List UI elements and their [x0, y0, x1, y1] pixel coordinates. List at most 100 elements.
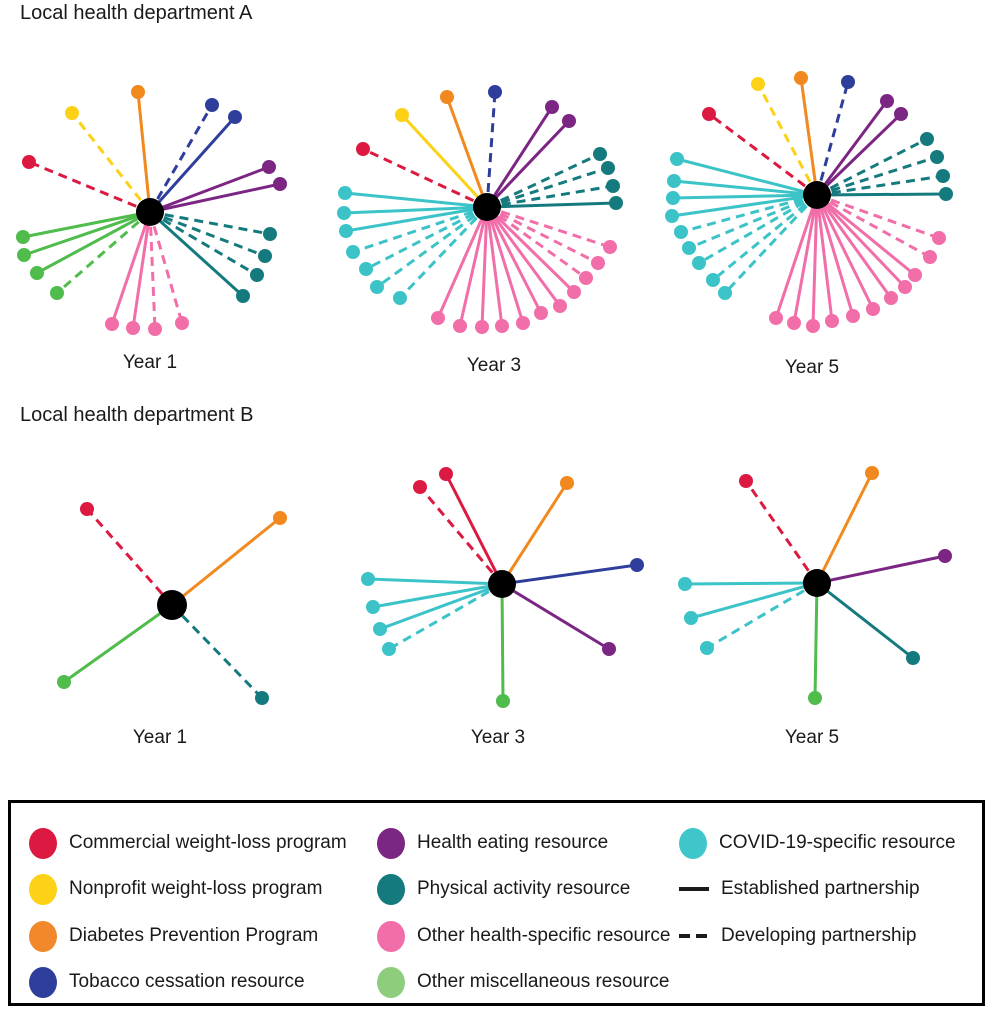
green-partner-node	[17, 248, 31, 262]
green-partner-node	[50, 286, 64, 300]
solid-partnership-edge	[480, 206, 489, 328]
dashed-partnership-edge	[698, 193, 818, 265]
dashed-partnership-edge	[712, 193, 818, 282]
pink-partner-node	[553, 299, 567, 313]
solid-partnership-edge	[131, 211, 152, 329]
green-partner-node	[16, 230, 30, 244]
legend-item-physical-activity: Physical activity resource	[377, 873, 630, 905]
dashed-partnership-edge	[28, 160, 151, 214]
dashed-partnership-edge	[815, 81, 850, 196]
legend-item-covid: COVID-19-specific resource	[679, 827, 956, 859]
purple-partner-node	[273, 177, 287, 191]
solid-partnership-edge	[149, 165, 270, 214]
pink-partner-node	[475, 320, 489, 334]
pink-partner-node	[846, 309, 860, 323]
solid-partnership-edge	[500, 482, 569, 585]
dept-a-title: Local health department A	[20, 2, 253, 24]
cyan-partner-node	[339, 224, 353, 238]
nonprofit-weight-loss-dot-icon	[29, 873, 57, 905]
orange-partner-node	[131, 85, 145, 99]
solid-partnership-edge	[367, 577, 503, 586]
teal-partner-node	[250, 268, 264, 282]
tobacco-cessation-dot-icon	[29, 966, 57, 998]
dashed-partnership-edge	[418, 486, 504, 585]
solid-partnership-edge	[815, 194, 834, 322]
teal-partner-node	[920, 132, 934, 146]
cyan-partner-node	[370, 280, 384, 294]
pink-partner-node	[787, 316, 801, 330]
dashed-partnership-edge	[486, 152, 601, 209]
orange-partner-node	[273, 511, 287, 525]
solid-partnership-edge	[501, 582, 610, 651]
solid-partnership-edge	[811, 194, 819, 327]
cyan-partner-node	[338, 186, 352, 200]
solid-partnership-edge	[171, 516, 281, 607]
pink-partner-node	[534, 306, 548, 320]
blue-partner-node	[630, 558, 644, 572]
solid-partnership-edge	[816, 193, 916, 277]
year-label-b1: Year 1	[132, 727, 188, 748]
teal-partner-node	[936, 169, 950, 183]
solid-partnership-edge	[400, 113, 489, 209]
cyan-partner-node	[692, 256, 706, 270]
cyan-partner-node	[382, 642, 396, 656]
dashed-partnership-edge	[816, 137, 928, 197]
solid-partnership-edge	[815, 472, 874, 584]
pink-partner-node	[908, 268, 922, 282]
purple-partner-node	[894, 107, 908, 121]
solid-partnership-edge	[485, 106, 554, 208]
cyan-partner-node	[361, 572, 375, 586]
solid-partnership-edge	[379, 582, 503, 631]
pink-partner-node	[806, 319, 820, 333]
pink-partner-node	[898, 280, 912, 294]
pink-partner-node	[148, 322, 162, 336]
cyan-partner-node	[667, 174, 681, 188]
solid-partnership-edge	[813, 582, 819, 699]
legend-item-health-eating: Health eating resource	[377, 827, 608, 859]
dashed-partnership-edge	[816, 193, 931, 259]
dashed-partnership-edge	[816, 155, 938, 197]
solid-partnership-edge	[445, 96, 489, 208]
cyan-partner-node	[366, 600, 380, 614]
orange-partner-node	[865, 466, 879, 480]
cyan-partner-node	[674, 225, 688, 239]
dashed-partnership-edge	[56, 210, 151, 295]
solid-partnership-edge	[676, 157, 818, 197]
green-partner-node	[57, 675, 71, 689]
solid-partnership-edge	[815, 194, 893, 299]
legend-box: Commercial weight-loss program Nonprofit…	[8, 800, 985, 1006]
legend-item-commercial: Commercial weight-loss program	[29, 827, 347, 859]
dashed-partnership-edge	[148, 211, 157, 330]
cyan-partner-node	[700, 641, 714, 655]
cyan-partner-node	[684, 611, 698, 625]
yellow-partner-node	[395, 108, 409, 122]
orange-partner-node	[794, 71, 808, 85]
solid-partnership-edge	[671, 193, 818, 218]
dashed-partnership-edge	[816, 174, 944, 197]
cyan-partner-node	[666, 191, 680, 205]
solid-partnership-edge	[36, 210, 151, 275]
orange-partner-node	[440, 90, 454, 104]
teal-partner-node	[906, 651, 920, 665]
dashed-partnership-edge	[706, 581, 818, 650]
pink-partner-node	[923, 250, 937, 264]
cyan-partner-node	[678, 577, 692, 591]
pink-partner-node	[932, 231, 946, 245]
purple-partner-node	[938, 549, 952, 563]
year-label-a3: Year 3	[466, 355, 522, 376]
year-label-b5: Year 5	[784, 727, 840, 748]
solid-partnership-edge	[343, 205, 488, 215]
solid-partnership-edge	[815, 112, 903, 197]
solid-partnership-edge	[345, 205, 488, 233]
pink-partner-node	[884, 291, 898, 305]
dashed-partnership-edge	[170, 603, 264, 700]
dept-b-title: Local health department B	[20, 404, 254, 426]
purple-partner-node	[602, 642, 616, 656]
solid-partnership-edge	[136, 91, 152, 213]
red-partner-node	[356, 142, 370, 156]
solid-partnership-edge	[485, 205, 576, 294]
purple-partner-node	[545, 100, 559, 114]
dashed-partnership-edge	[486, 205, 611, 249]
dashed-partnership-edge	[352, 205, 488, 254]
